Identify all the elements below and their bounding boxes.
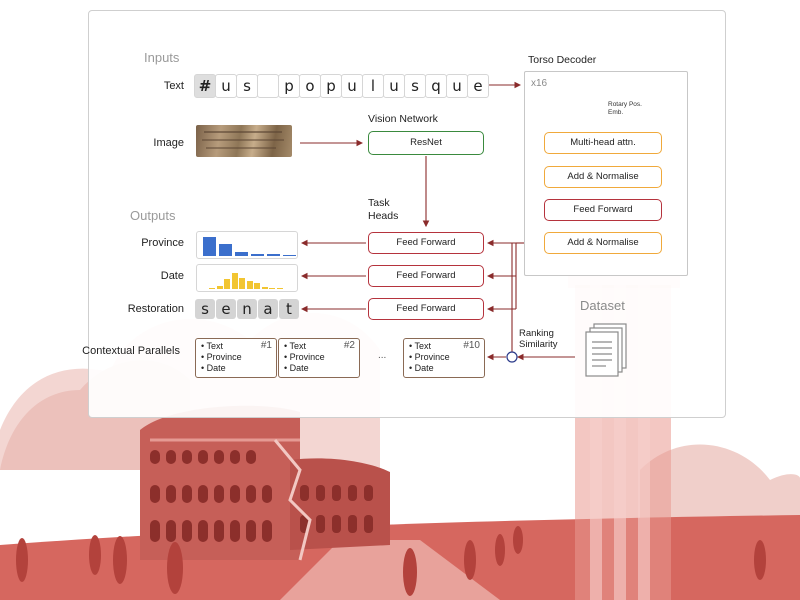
distribution-bar	[254, 283, 260, 289]
parallel-field: • Text	[201, 341, 223, 351]
distribution-bar	[219, 244, 232, 256]
ellipsis: ...	[378, 350, 387, 361]
input-token: #	[194, 74, 216, 98]
feed-forward-province: Feed Forward	[368, 232, 484, 254]
parallel-field: • Text	[409, 341, 431, 351]
feed-forward-restoration: Feed Forward	[368, 298, 484, 320]
input-token	[257, 74, 279, 98]
province-distribution	[196, 231, 298, 259]
parallel-rank: #2	[343, 340, 355, 351]
add-normalise-box-1: Add & Normalise	[544, 166, 662, 188]
restoration-token: n	[237, 299, 257, 319]
distribution-bar	[267, 254, 280, 256]
colosseum-icon	[140, 405, 390, 561]
image-label: Image	[153, 137, 184, 149]
parallel-rank: #10	[463, 340, 480, 351]
repeat-count: x16	[531, 78, 548, 89]
parallel-card: #10 • Text• Province• Date	[403, 338, 485, 378]
parallel-field: • Province	[284, 352, 325, 362]
input-token: o	[299, 74, 321, 98]
parallel-field: • Date	[201, 363, 226, 373]
road	[280, 540, 500, 600]
restoration-token: s	[195, 299, 215, 319]
parallel-field: • Date	[409, 363, 434, 373]
province-label: Province	[141, 237, 184, 249]
inscription-image	[196, 125, 292, 157]
input-token: p	[278, 74, 300, 98]
text-label: Text	[163, 80, 184, 92]
distribution-bar	[269, 288, 275, 289]
restoration-token: e	[216, 299, 236, 319]
distribution-bar	[209, 288, 215, 289]
cypress-trees	[16, 526, 766, 596]
documents-icon	[585, 323, 627, 377]
distribution-bar	[235, 252, 248, 256]
input-token: u	[215, 74, 237, 98]
inputs-title: Inputs	[144, 50, 180, 65]
dataset-title: Dataset	[580, 298, 625, 313]
add-normalise-box-2: Add & Normalise	[544, 232, 662, 254]
parallel-field: • Date	[284, 363, 309, 373]
input-token: u	[383, 74, 405, 98]
parallel-field: • Text	[284, 341, 306, 351]
multi-head-attention-box: Multi-head attn.	[544, 132, 662, 154]
distribution-bar	[239, 278, 245, 289]
restoration-token: t	[279, 299, 299, 319]
input-token: p	[320, 74, 342, 98]
task-heads-title: Task Heads	[368, 197, 399, 222]
restoration-label: Restoration	[127, 303, 184, 315]
input-token: s	[404, 74, 426, 98]
ranking-similarity-label: Ranking Similarity	[519, 328, 558, 350]
parallel-card: #2 • Text• Province• Date	[278, 338, 360, 378]
distribution-bar	[246, 281, 253, 289]
outputs-title: Outputs	[130, 208, 176, 223]
contextual-parallels-label: Contextual Parallels	[82, 345, 180, 357]
input-token: s	[236, 74, 258, 98]
rotary-label: Rotary Pos. Emb.	[608, 101, 642, 116]
date-distribution	[196, 264, 298, 292]
input-token: u	[446, 74, 468, 98]
distribution-bar	[203, 237, 216, 256]
torso-decoder-title: Torso Decoder	[528, 54, 597, 66]
input-token: q	[425, 74, 447, 98]
parallel-card: #1 • Text• Province• Date	[195, 338, 277, 378]
distribution-bar	[251, 254, 264, 256]
input-token: u	[341, 74, 363, 98]
input-token: l	[362, 74, 384, 98]
distribution-bar	[276, 288, 283, 289]
ranking-node	[506, 351, 518, 363]
distribution-bar	[283, 255, 296, 256]
distribution-bar	[224, 279, 230, 289]
distribution-bar	[231, 273, 238, 289]
date-label: Date	[160, 270, 184, 282]
input-token: e	[467, 74, 489, 98]
parallel-field: • Province	[201, 352, 242, 362]
parallel-rank: #1	[260, 340, 272, 351]
torso-feed-forward-box: Feed Forward	[544, 199, 662, 221]
restoration-token: a	[258, 299, 278, 319]
feed-forward-date: Feed Forward	[368, 265, 484, 287]
distribution-bar	[216, 286, 223, 289]
vision-network-title: Vision Network	[368, 113, 438, 125]
resnet-box: ResNet	[368, 131, 484, 155]
parallel-field: • Province	[409, 352, 450, 362]
distribution-bar	[261, 287, 268, 289]
